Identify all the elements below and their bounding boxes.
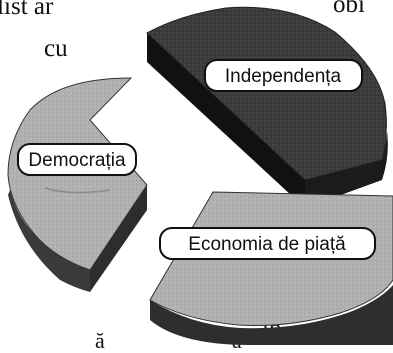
segment-independenta-rim	[305, 100, 388, 208]
segment-democratia-label-box	[17, 143, 137, 176]
page-text-fragment-bottom-left: ă	[95, 328, 105, 353]
segment-democratia-side	[8, 190, 90, 292]
page-text-fragment-top-left-2: cu	[44, 35, 68, 62]
segment-economia-label-box	[159, 227, 376, 260]
segment-independenta-label: Independența	[225, 66, 342, 87]
page-text-fragment-top-left: alist ar	[0, 0, 54, 20]
segment-economia: Economia de piață	[149, 191, 393, 345]
pie-diagram: Independența Democrația Economia de piaț…	[7, 6, 393, 345]
segment-democratia: Democrația	[7, 77, 148, 292]
segment-independenta-label-box	[204, 59, 363, 92]
page-text-fragment-top-right: obi	[333, 0, 365, 18]
segment-economia-side	[150, 285, 393, 345]
segment-democratia-highlight	[44, 187, 111, 194]
segment-independenta-top	[146, 6, 387, 181]
segment-economia-label: Economia de piață	[188, 234, 346, 255]
segment-independenta-side	[147, 33, 305, 208]
segment-democratia-label: Democrația	[28, 150, 126, 171]
segment-independenta: Independența	[146, 6, 388, 208]
segment-democratia-wedge-side	[90, 185, 147, 292]
